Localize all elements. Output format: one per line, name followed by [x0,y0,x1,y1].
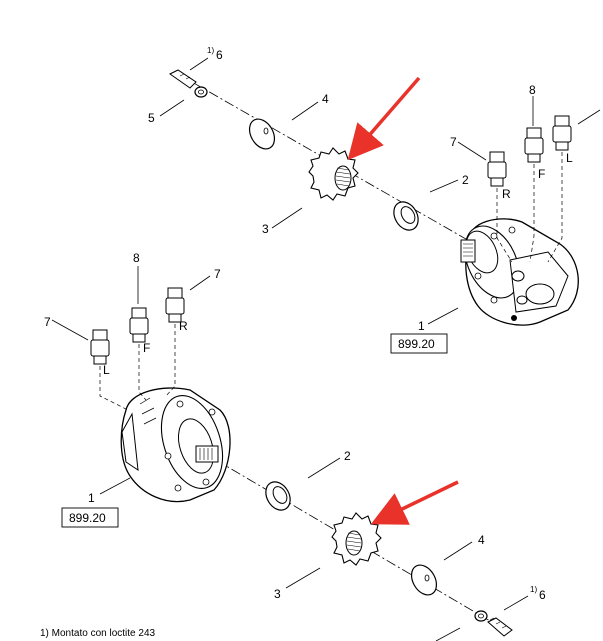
label-8-bottom: 8 [133,251,140,265]
label-3-bottom: 3 [274,587,281,601]
motor-bottom [120,387,231,503]
label-4-bottom: 4 [478,533,485,547]
sprocket-top [308,147,359,201]
label-3-top: 3 [262,222,269,236]
label-l-bottom: L [103,363,110,377]
fitting-top-l [552,115,572,151]
label-sup1-top: 1) [207,46,214,55]
label-7-bottom-left: 7 [44,315,51,329]
fitting-bottom-r [165,287,185,323]
seal-top [393,201,419,231]
motor-top [460,218,579,326]
label-1-top: 1 [418,319,425,333]
ref-bottom-motor: 899.20 [69,511,106,525]
fitting-top-r [487,151,507,187]
label-l-top: L [566,151,573,165]
label-sup1-bottom: 1) [530,585,537,594]
top-axis-line [177,73,521,271]
label-f-bottom: F [143,341,150,355]
fitting-bottom-f [129,307,149,343]
ref-top-motor: 899.20 [398,337,435,351]
bolt-top [169,69,197,89]
label-4-top: 4 [322,92,329,106]
label-f-top: F [538,167,545,181]
label-r-top: R [502,187,511,201]
footnote: 1) Montato con loctite 243 [40,628,156,639]
plate-bottom [410,564,438,596]
bolt-bottom [487,617,513,637]
label-6-bottom: 6 [539,588,546,602]
plate-top [248,118,276,150]
label-7-bottom-right: 7 [214,267,221,281]
seal-bottom [265,481,291,511]
label-r-bottom: R [179,319,188,333]
sprocket-bottom [331,512,382,566]
pointer-arrow-top [347,76,421,161]
label-1-bottom: 1 [88,491,95,505]
ref-box-bottom [61,507,119,528]
label-2-top: 2 [462,173,469,187]
fitting-bottom-l [90,329,110,365]
ref-box-top [390,333,448,354]
label-6-top: 6 [216,48,223,62]
label-2-bottom: 2 [344,449,351,463]
label-7-top: 7 [450,135,457,149]
label-5-top: 5 [148,111,155,125]
pointer-arrow-bottom [370,480,459,525]
label-8-top: 8 [529,83,536,97]
fitting-top-f [524,127,544,163]
